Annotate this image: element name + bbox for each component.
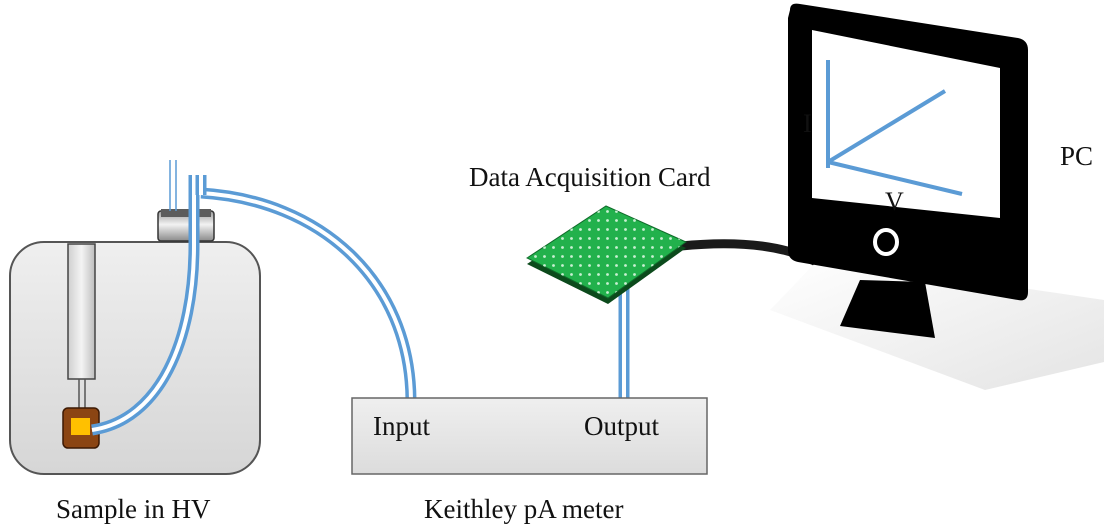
sample-chip [71, 418, 90, 435]
monitor-stand [840, 280, 935, 338]
monitor-icon: I V [770, 3, 1104, 390]
daq-label: Data Acquisition Card [469, 162, 711, 192]
plot-x-axis [827, 160, 963, 196]
pc-label: PC [1060, 141, 1093, 171]
power-button-icon [873, 228, 899, 256]
keithley-pa-meter: Input Output [351, 397, 708, 475]
chamber-flange-cap [161, 209, 211, 217]
daq-card-dots [527, 206, 686, 298]
output-label: Output [584, 411, 660, 441]
input-label: Input [373, 411, 430, 441]
chamber-body [9, 241, 261, 475]
cable-sample-to-input [91, 175, 417, 436]
daq-card-icon [525, 205, 687, 304]
sample-holder-rod [67, 243, 96, 380]
axis-i-label: I [803, 109, 812, 138]
plot-iv-curve [826, 89, 947, 164]
feedthrough-wires [169, 160, 177, 211]
iv-plot [826, 60, 963, 196]
meter-label: Keithley pA meter [424, 494, 623, 524]
axis-v-label: V [885, 187, 904, 216]
vacuum-chamber-icon [9, 209, 261, 475]
sample-label: Sample in HV [56, 494, 211, 524]
meter-body [351, 397, 708, 475]
